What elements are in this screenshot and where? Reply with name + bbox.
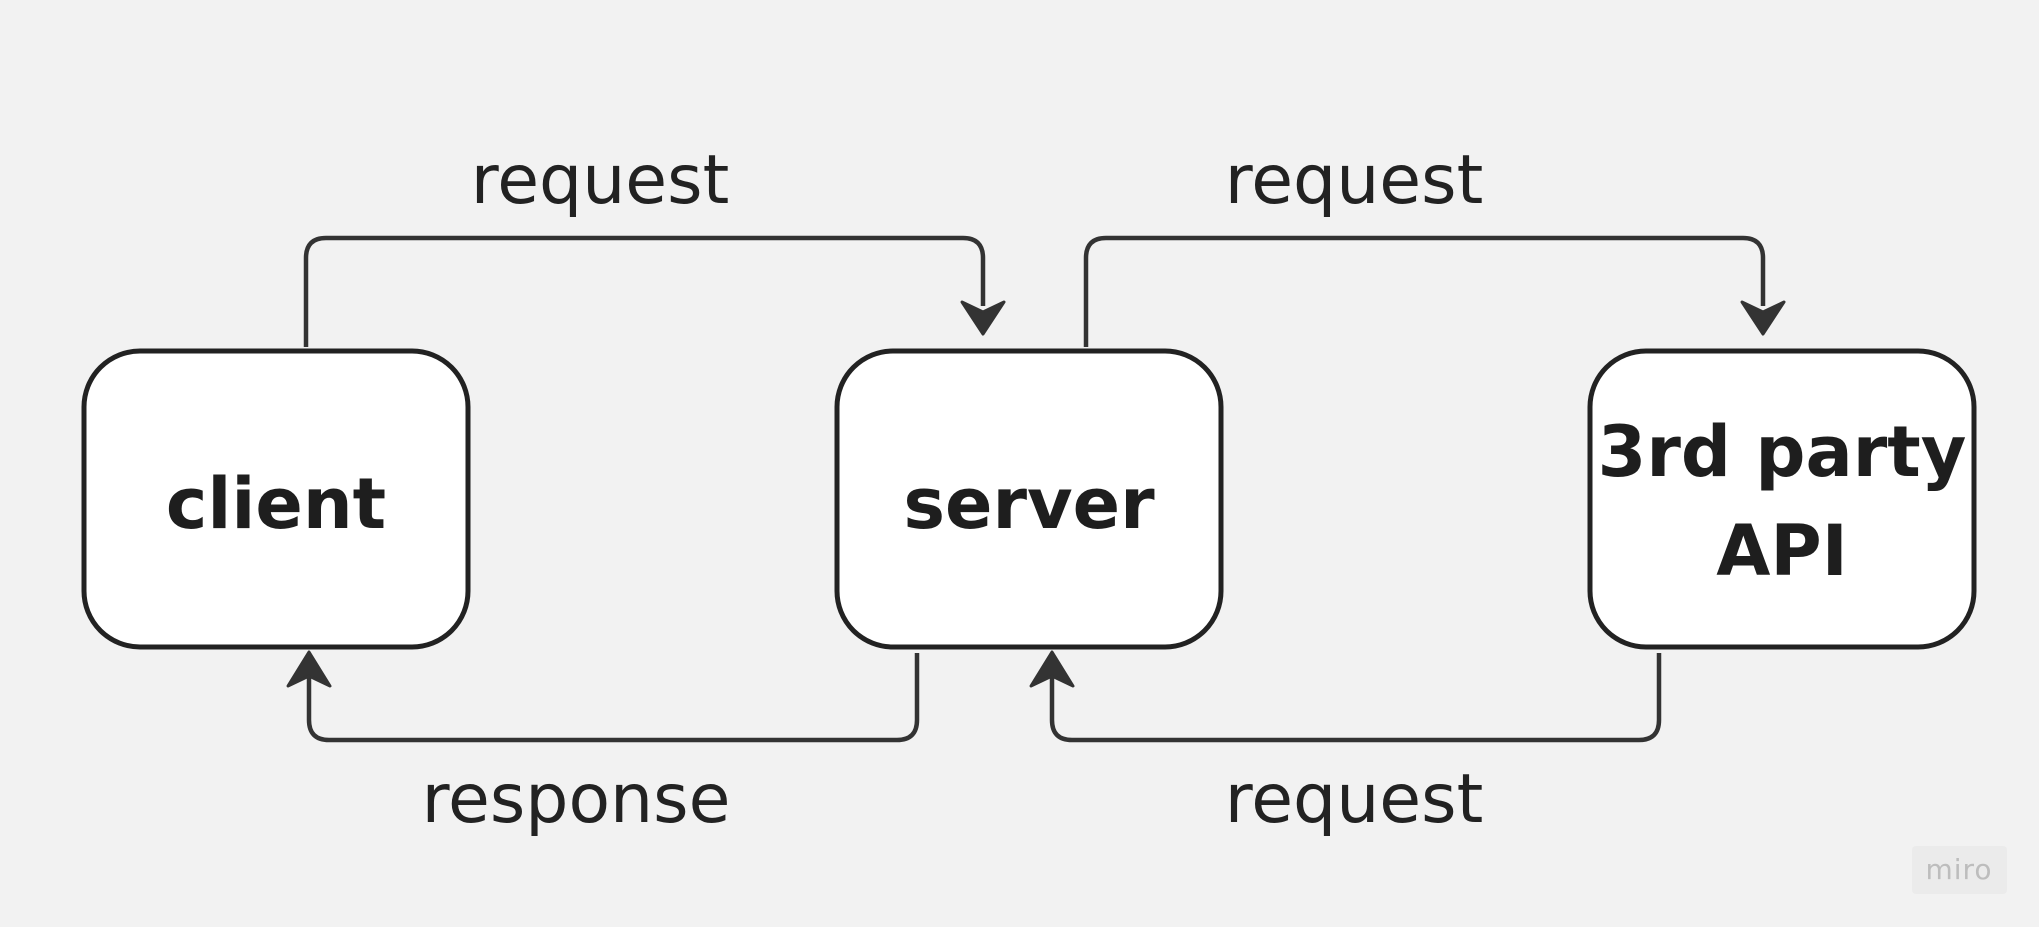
node-label-api-line2: API <box>1716 510 1848 592</box>
node-client[interactable]: client <box>81 348 471 650</box>
node-label-server: server <box>903 463 1155 545</box>
watermark-text: miro <box>1925 853 1992 886</box>
node-box <box>834 348 1224 650</box>
connector-line <box>1049 653 1662 743</box>
connector-line <box>306 653 920 743</box>
node-label-client: client <box>166 463 386 545</box>
edge-label-server-to-client: response <box>422 760 731 839</box>
edge-label-client-to-server: request <box>471 141 730 220</box>
arrowhead-down <box>1740 300 1786 336</box>
miro-watermark: miro <box>1912 846 2007 894</box>
node-third-party-api[interactable]: 3rd party API <box>1587 348 1977 650</box>
connector-line <box>1083 235 1766 347</box>
node-label-api-line1: 3rd party <box>1598 411 1967 493</box>
arrowhead-down <box>960 300 1006 336</box>
edge-api-to-server[interactable]: request <box>1029 650 1662 839</box>
edge-server-to-client[interactable]: response <box>286 650 920 839</box>
connector-line <box>303 235 986 347</box>
node-box <box>1587 348 1977 650</box>
node-box <box>81 348 471 650</box>
edge-server-to-api[interactable]: request <box>1083 141 1786 347</box>
node-server[interactable]: server <box>834 348 1224 650</box>
edge-label-api-to-server: request <box>1225 760 1484 839</box>
edge-label-server-to-api: request <box>1225 141 1484 220</box>
watermark-badge <box>1912 846 2007 894</box>
edge-client-to-server[interactable]: request <box>303 141 1006 347</box>
arrowhead-up <box>286 650 332 688</box>
arrowhead-up <box>1029 650 1075 688</box>
